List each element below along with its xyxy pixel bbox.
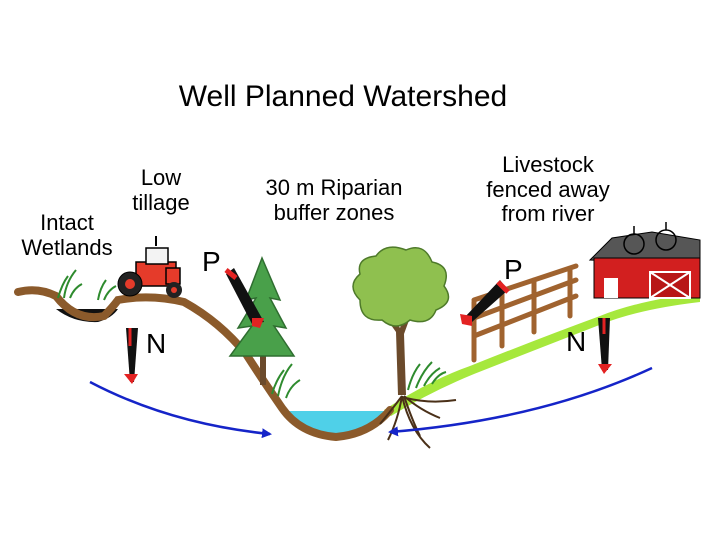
label-line: 30 m Riparian — [265, 175, 403, 200]
diagram-title: Well Planned Watershed — [178, 80, 508, 113]
riparian-tree — [352, 246, 457, 449]
label-line: fenced away — [486, 176, 610, 202]
label-livestock-fenced: Livestock fenced away from river — [456, 152, 640, 227]
phosphorus-label-right: P — [504, 254, 523, 285]
nitrogen-label-left: N — [146, 328, 167, 359]
label-line: Intact — [40, 210, 94, 235]
phosphorus-cone-left — [224, 268, 264, 328]
label-line: from river — [501, 201, 595, 227]
tractor — [117, 236, 182, 298]
soil-ground-line — [14, 286, 394, 442]
nitrogen-label-right: N — [566, 326, 587, 357]
label-line: Livestock — [502, 152, 594, 177]
label-line: tillage — [132, 189, 190, 215]
label-line: Low — [140, 165, 182, 190]
label-line: Wetlands — [21, 234, 113, 260]
nitrogen-cone-right — [598, 318, 612, 374]
flow-arrow-left — [89, 380, 272, 439]
label-intact-wetlands: Intact Wetlands — [8, 210, 126, 260]
pasture-band — [384, 293, 700, 416]
label-line: buffer zones — [273, 199, 395, 225]
conifer-tree — [228, 256, 296, 385]
flow-arrow-right — [388, 366, 653, 437]
label-low-tillage: Low tillage — [118, 165, 204, 215]
grass-tufts — [57, 269, 447, 399]
tree-roots — [379, 395, 457, 449]
phosphorus-label-left: P — [202, 246, 221, 277]
nitrogen-cone-left — [124, 328, 138, 384]
phosphorus-cone-right — [460, 280, 510, 326]
label-riparian-buffer: 30 m Riparian buffer zones — [236, 175, 432, 225]
red-barn — [588, 222, 701, 299]
